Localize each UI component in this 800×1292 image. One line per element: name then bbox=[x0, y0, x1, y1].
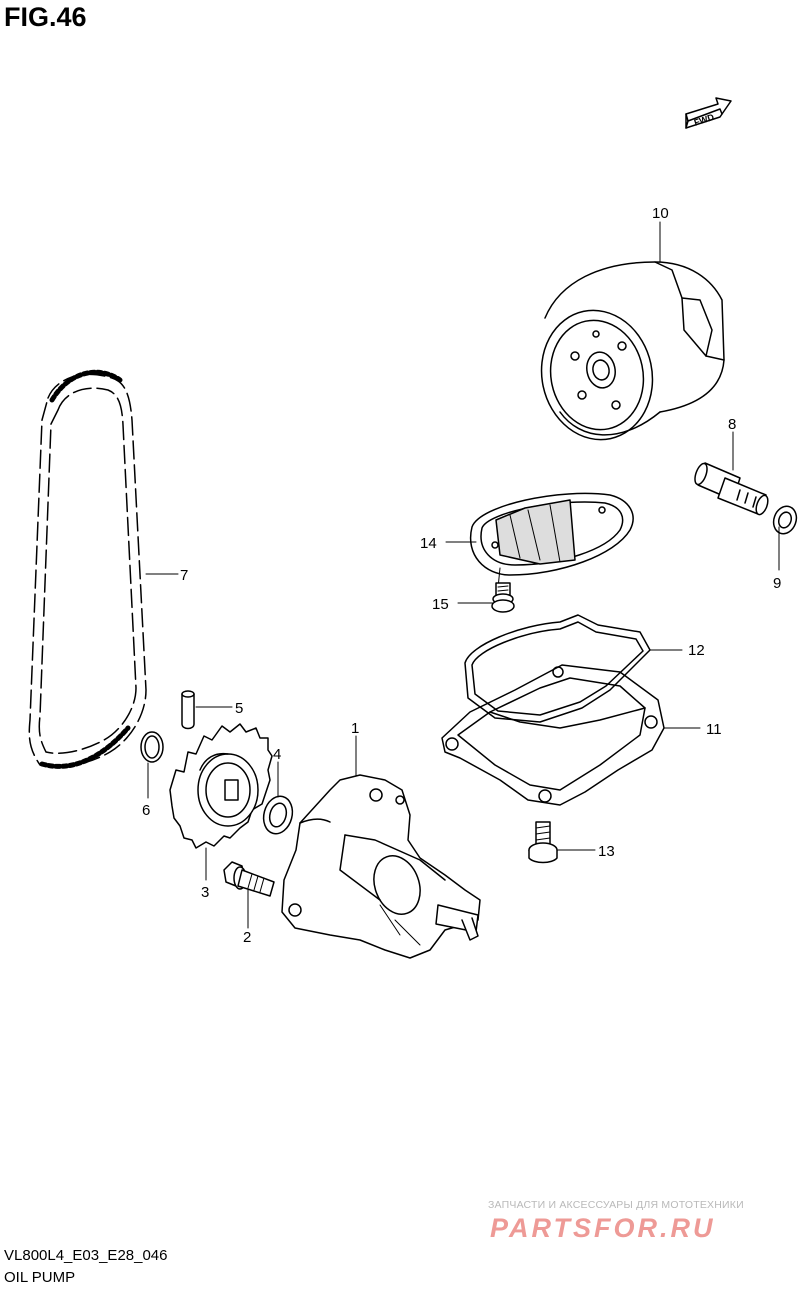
screw-15-drawing bbox=[491, 582, 515, 613]
callout-1: 1 bbox=[351, 720, 359, 737]
figure-title: FIG.46 bbox=[4, 2, 87, 32]
callout-14: 14 bbox=[420, 535, 437, 552]
callout-9: 9 bbox=[773, 575, 781, 592]
watermark-logo: PARTSFOR.RU bbox=[490, 1213, 716, 1243]
callout-4: 4 bbox=[273, 746, 281, 763]
callout-10: 10 bbox=[652, 205, 669, 222]
drive-chain-drawing bbox=[28, 369, 147, 769]
fwd-arrow-icon bbox=[685, 97, 732, 129]
oil-pan-drawing bbox=[441, 664, 665, 806]
pin-drawing bbox=[181, 690, 195, 730]
oil-filter-drawing bbox=[540, 261, 725, 441]
thrust-washer-drawing bbox=[262, 795, 294, 835]
union-fitting-drawing bbox=[694, 462, 769, 516]
callout-11: 11 bbox=[706, 721, 722, 738]
diagram-name: OIL PUMP bbox=[4, 1269, 76, 1286]
callout-12: 12 bbox=[688, 642, 705, 659]
diagram-code: VL800L4_E03_E28_046 bbox=[4, 1247, 168, 1264]
callout-13: 13 bbox=[598, 843, 615, 860]
callout-2: 2 bbox=[243, 929, 251, 946]
washer-drawing bbox=[772, 505, 798, 535]
circlip-drawing bbox=[140, 731, 164, 763]
callout-7: 7 bbox=[180, 567, 188, 584]
callout-8: 8 bbox=[728, 416, 736, 433]
oil-pump-drawing bbox=[281, 774, 481, 959]
pan-gasket-drawing bbox=[464, 614, 651, 723]
oil-strainer-drawing bbox=[469, 492, 634, 589]
sprocket-drawing bbox=[169, 723, 273, 849]
callout-15: 15 bbox=[432, 596, 449, 613]
watermark-tagline: ЗАПЧАСТИ И АКСЕССУАРЫ ДЛЯ МОТОТЕХНИКИ bbox=[488, 1199, 744, 1211]
bolt-13-drawing bbox=[528, 821, 558, 864]
leader-lines bbox=[145, 221, 780, 929]
bolt-2-drawing bbox=[223, 861, 275, 897]
callout-5: 5 bbox=[235, 700, 243, 717]
callout-6: 6 bbox=[142, 802, 150, 819]
callout-3: 3 bbox=[201, 884, 209, 901]
